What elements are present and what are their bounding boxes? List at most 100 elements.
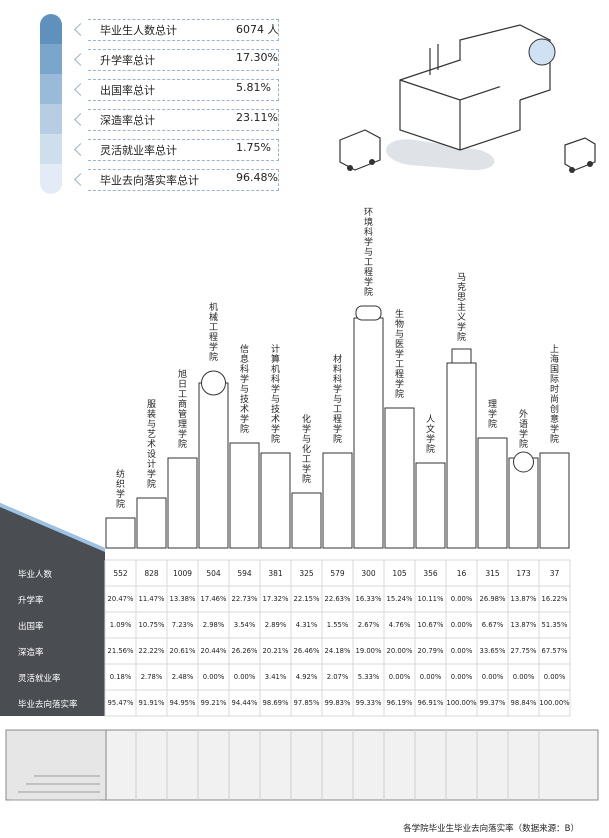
table-cell: 4.76% [388, 621, 411, 629]
pill-segment [40, 74, 62, 104]
table-cell: 13.87% [510, 621, 537, 629]
table-cell: 20.21% [262, 647, 289, 655]
building-globe [513, 451, 534, 473]
row-label: 升学率 [18, 596, 44, 606]
college-name: 理学院 [487, 400, 497, 430]
table-cell: 22.22% [138, 647, 165, 655]
table-cell: 13.87% [510, 595, 537, 603]
college-name: 马克思主义学院 [456, 273, 466, 343]
table-cell: 100.00% [446, 699, 477, 707]
table-cell: 17.46% [200, 595, 227, 603]
table-cell: 315 [485, 569, 500, 578]
table-cell: 0.00% [202, 673, 225, 681]
table-cell: 33.65% [479, 647, 506, 655]
college-name: 材料科学与工程学院 [332, 355, 342, 445]
table-cell: 828 [144, 569, 159, 578]
table-cell: 96.91% [417, 699, 444, 707]
table-cell: 91.91% [138, 699, 165, 707]
chart-footer: 各学院毕业生毕业去向落实率（数据来源：B） [403, 824, 579, 834]
building-10 [415, 462, 446, 549]
building-0 [105, 517, 136, 549]
table-cell: 10.11% [417, 595, 444, 603]
table-cell: 10.75% [138, 621, 165, 629]
table-cell: 105 [392, 569, 407, 578]
table-cell: 2.89% [264, 621, 287, 629]
summary-row: 升学率总计 [88, 49, 279, 71]
building-1 [136, 497, 167, 549]
table-cell: 99.83% [324, 699, 351, 707]
building-11 [446, 362, 477, 549]
building-dome [201, 370, 226, 396]
table-cell: 15.24% [386, 595, 413, 603]
table-cell: 594 [237, 569, 252, 578]
college-name: 计算机科学与技术学院 [270, 345, 280, 445]
table-cell: 504 [206, 569, 221, 578]
summary-value: 17.30% [236, 51, 278, 64]
table-cell: 0.00% [450, 673, 473, 681]
building-13 [508, 457, 539, 549]
table-cell: 20.61% [169, 647, 196, 655]
table-cell: 16.33% [355, 595, 382, 603]
table-cell: 99.21% [200, 699, 227, 707]
table-cell: 2.98% [202, 621, 225, 629]
pill-segment [40, 44, 62, 74]
table-cell: 97.85% [293, 699, 320, 707]
summary-label: 毕业去向落实率总计 [100, 174, 199, 187]
summary-value: 5.81% [236, 81, 271, 94]
table-cell: 100.00% [539, 699, 570, 707]
table-cell: 552 [113, 569, 128, 578]
row-label: 深造率 [18, 648, 44, 658]
table-cell: 1.55% [326, 621, 349, 629]
table-cell: 4.92% [295, 673, 318, 681]
table-cell: 0.00% [481, 673, 504, 681]
table-cell: 0.00% [450, 595, 473, 603]
college-name: 人文学院 [425, 415, 435, 455]
table-cell: 0.00% [233, 673, 256, 681]
pill-segment [40, 104, 62, 134]
table-cell: 37 [549, 569, 560, 578]
pill-segment [40, 14, 62, 44]
table-cell: 0.00% [450, 647, 473, 655]
summary-color-pill [40, 14, 62, 194]
table-cell: 579 [330, 569, 345, 578]
table-cell: 26.26% [231, 647, 258, 655]
table-cell: 22.15% [293, 595, 320, 603]
summary-label: 深造率总计 [100, 114, 155, 127]
building-5 [260, 452, 291, 549]
summary-row: 出国率总计 [88, 79, 279, 101]
table-cell: 99.33% [355, 699, 382, 707]
table-cell: 3.54% [233, 621, 256, 629]
table-cell: 99.37% [479, 699, 506, 707]
building-4 [229, 442, 260, 549]
table-cell: 51.35% [541, 621, 568, 629]
summary-value: 1.75% [236, 141, 271, 154]
table-cell: 0.00% [512, 673, 535, 681]
college-name: 旭日工商管理学院 [177, 370, 187, 450]
table-cell: 0.00% [450, 621, 473, 629]
table-cell: 20.00% [386, 647, 413, 655]
table-cell: 7.23% [171, 621, 194, 629]
summary-value: 23.11% [236, 111, 278, 124]
table-cell: 21.56% [107, 647, 134, 655]
table-cell: 98.69% [262, 699, 289, 707]
roof-accent [0, 503, 105, 552]
college-name: 信息科学与技术学院 [239, 345, 249, 435]
building-tower-cap [355, 305, 382, 321]
college-name: 纺织学院 [115, 470, 125, 510]
college-name: 化学与化工学院 [301, 415, 311, 485]
table-cell: 13.38% [169, 595, 196, 603]
table-cell: 173 [516, 569, 531, 578]
summary-value: 96.48% [236, 171, 278, 184]
building-top [451, 348, 472, 364]
summary-row: 毕业去向落实率总计 [88, 169, 279, 191]
table-cell: 94.95% [169, 699, 196, 707]
summary-value: 6074 人 [236, 23, 279, 36]
table-cell: 381 [268, 569, 283, 578]
college-name: 生物与医学工程学院 [394, 310, 404, 400]
table-cell: 26.46% [293, 647, 320, 655]
foundation-left [5, 729, 107, 801]
table-cell: 2.07% [326, 673, 349, 681]
table-cell: 2.67% [357, 621, 380, 629]
table-cell: 96.19% [386, 699, 413, 707]
table-cell: 0.00% [388, 673, 411, 681]
